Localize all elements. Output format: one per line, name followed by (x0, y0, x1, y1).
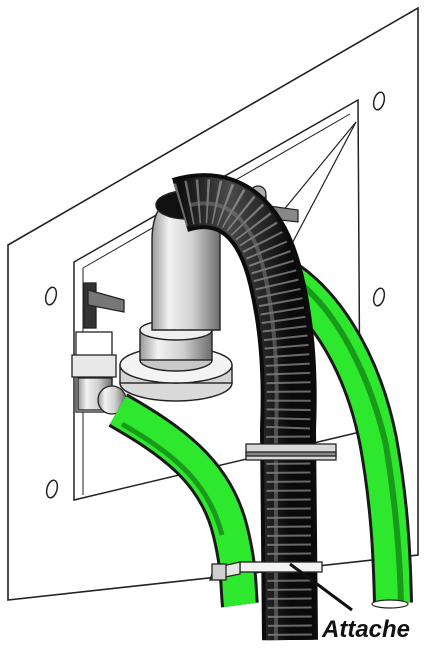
left-green-hose-shade (120, 421, 225, 536)
screw-leader-lines (281, 121, 357, 256)
attache-callout-label: Attache (322, 616, 411, 643)
inlet-valve (71, 282, 127, 415)
right-green-hose-fill (258, 252, 410, 604)
right-green-hose-shade (278, 267, 404, 604)
right-hose-end (371, 599, 409, 609)
mounting-hole-mid-right (372, 287, 386, 307)
upper-hose-clamp (245, 443, 337, 461)
callout-leader-line (289, 562, 353, 612)
left-green-hose-fill (110, 396, 256, 608)
mounting-hole-left-upper (44, 286, 58, 306)
mounting-holes (44, 91, 386, 499)
drain-hose-highlight (189, 201, 279, 640)
mounting-hole-left-lower (45, 479, 59, 499)
drain-hose-core (173, 177, 314, 641)
mounting-hole-top-right (372, 91, 386, 111)
cable-tie (209, 561, 323, 581)
